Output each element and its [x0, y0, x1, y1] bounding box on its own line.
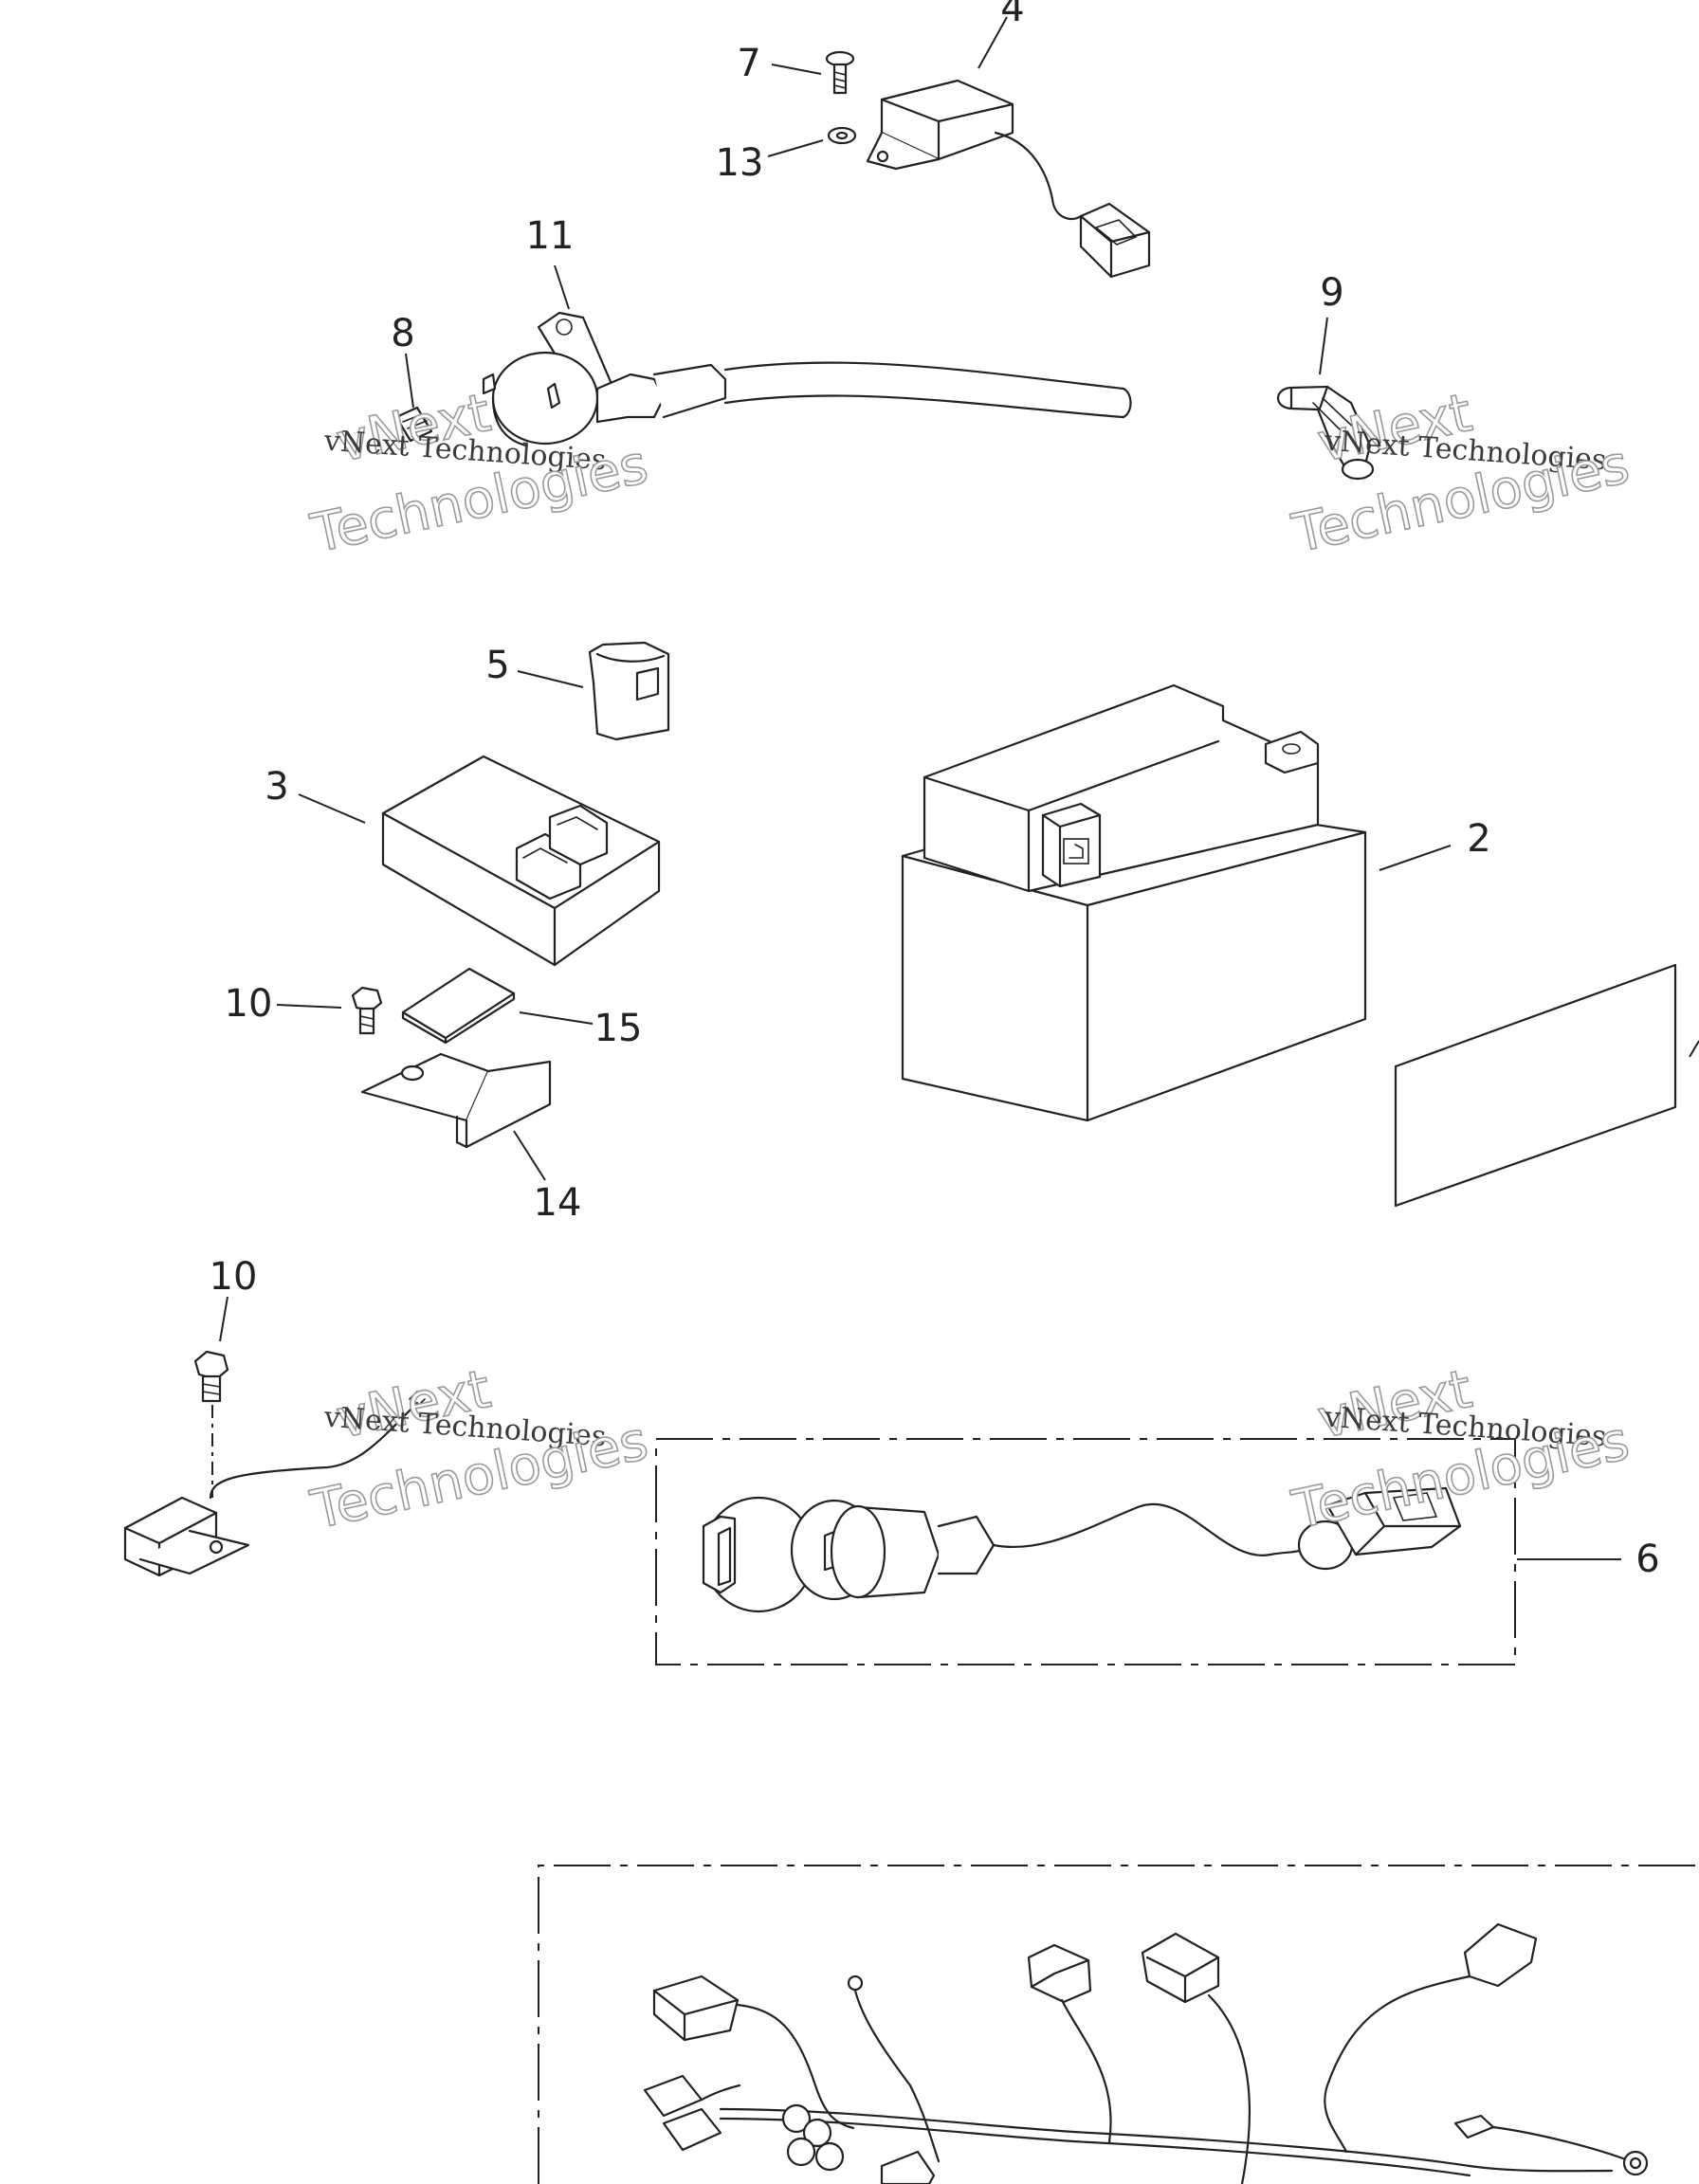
- callout-5: 5: [485, 644, 509, 687]
- part-15-pad: [401, 967, 516, 1045]
- callout-2: 2: [1467, 817, 1490, 861]
- harness-frame: [538, 1865, 1699, 2184]
- part-8-screw: [394, 406, 433, 443]
- part-7-screw: [825, 50, 855, 95]
- callout-4: 4: [1000, 0, 1024, 30]
- callout-14: 14: [534, 1181, 582, 1225]
- callout-10-lower: 10: [210, 1255, 258, 1299]
- starter-relay: [123, 1391, 426, 1577]
- part-14-bracket: [360, 1052, 552, 1149]
- callout-13: 13: [716, 141, 764, 185]
- callout-15: 15: [594, 1007, 643, 1050]
- callout-11: 11: [526, 214, 575, 258]
- callout-8: 8: [391, 312, 414, 355]
- callout-10-upper: 10: [225, 982, 273, 1026]
- part-3-cdi-unit: [381, 755, 661, 967]
- part-9-plug-cap: [1276, 385, 1375, 481]
- part-5-box: [588, 641, 670, 741]
- callout-3: 3: [265, 765, 288, 809]
- callout-9: 9: [1320, 271, 1343, 315]
- callout-7: 7: [737, 42, 760, 85]
- watermark-3: vNext vNext Technologies Technologies: [305, 1357, 654, 1542]
- part-6-ignition-switch: [702, 1486, 1462, 1613]
- part-2-battery: [901, 683, 1367, 1122]
- part-13-washer: [827, 126, 857, 145]
- part-10-bolt-lower: [193, 1350, 229, 1498]
- part-4-module: [866, 79, 1151, 279]
- watermark-4: vNext vNext Technologies Technologies: [1287, 1357, 1635, 1542]
- label-sheet: [1394, 963, 1699, 1208]
- part-11-ignition-coil: [482, 311, 1132, 447]
- part-10-bolt-upper: [351, 986, 383, 1035]
- wire-harness: [643, 1922, 1649, 2184]
- callout-6: 6: [1635, 1538, 1659, 1581]
- watermark-2: vNext vNext Technologies Technologies: [1287, 381, 1635, 566]
- switch-assembly-frame: [655, 1438, 1516, 1665]
